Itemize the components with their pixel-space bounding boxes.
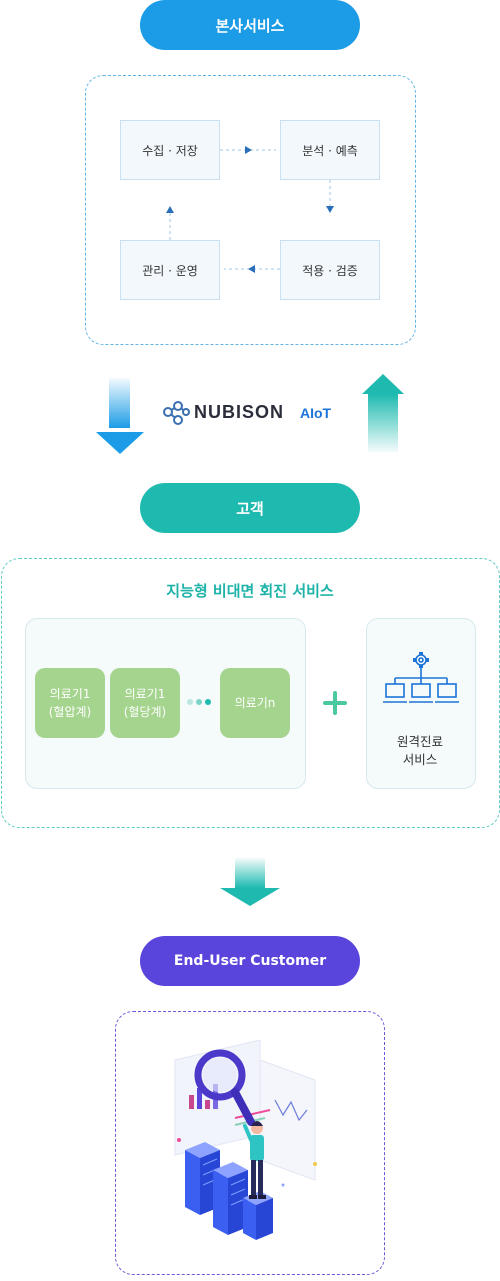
up-arrow-icon bbox=[362, 374, 404, 452]
arrow-up-icon bbox=[166, 206, 174, 213]
plus-icon bbox=[323, 691, 347, 715]
arrow-right-icon bbox=[245, 146, 252, 154]
down-arrow-teal-icon bbox=[220, 858, 280, 906]
customer-pill: 고객 bbox=[140, 483, 360, 533]
device-blood-pressure: 의료기1 (혈압계) bbox=[35, 668, 105, 738]
remote-label-line2: 서비스 bbox=[402, 752, 438, 767]
remote-service-panel bbox=[366, 618, 476, 789]
device-label: 의료기n bbox=[234, 696, 276, 710]
hq-cycle-box bbox=[85, 75, 416, 345]
end-user-box bbox=[115, 1011, 385, 1275]
remote-service-label: 원격진료 서비스 bbox=[366, 733, 474, 769]
device-label: 의료기1 bbox=[124, 687, 166, 701]
device-label: 의료기1 bbox=[49, 687, 91, 701]
brand-suffix: AIoT bbox=[300, 405, 332, 421]
nubison-logo-icon bbox=[163, 401, 190, 425]
brand-name: NUBISON bbox=[194, 402, 285, 422]
ellipsis-dots-icon bbox=[187, 699, 211, 705]
network-gear-icon bbox=[383, 652, 459, 703]
down-arrow-icon bbox=[96, 378, 144, 454]
device-n: 의료기n bbox=[220, 668, 290, 738]
step-apply-verify: 적용 · 검증 bbox=[280, 240, 380, 300]
analytics-illustration bbox=[174, 1040, 317, 1240]
hq-service-pill: 본사서비스 bbox=[140, 0, 360, 50]
cycle-arrows bbox=[166, 146, 334, 273]
service-title: 지능형 비대면 회진 서비스 bbox=[166, 582, 334, 600]
step-manage-operate: 관리 · 운영 bbox=[120, 240, 220, 300]
step-analyze-predict: 분석 · 예측 bbox=[280, 120, 380, 180]
device-sublabel: (혈당계) bbox=[123, 705, 167, 719]
arrow-down-icon bbox=[326, 206, 334, 213]
flow-arrows bbox=[96, 374, 404, 454]
step-collect-store: 수집 · 저장 bbox=[120, 120, 220, 180]
device-blood-glucose: 의료기1 (혈당계) bbox=[110, 668, 180, 738]
arrow-left-icon bbox=[248, 265, 255, 273]
end-user-pill: End-User Customer bbox=[140, 936, 360, 986]
remote-label-line1: 원격진료 bbox=[396, 734, 443, 749]
device-sublabel: (혈압계) bbox=[48, 705, 92, 719]
